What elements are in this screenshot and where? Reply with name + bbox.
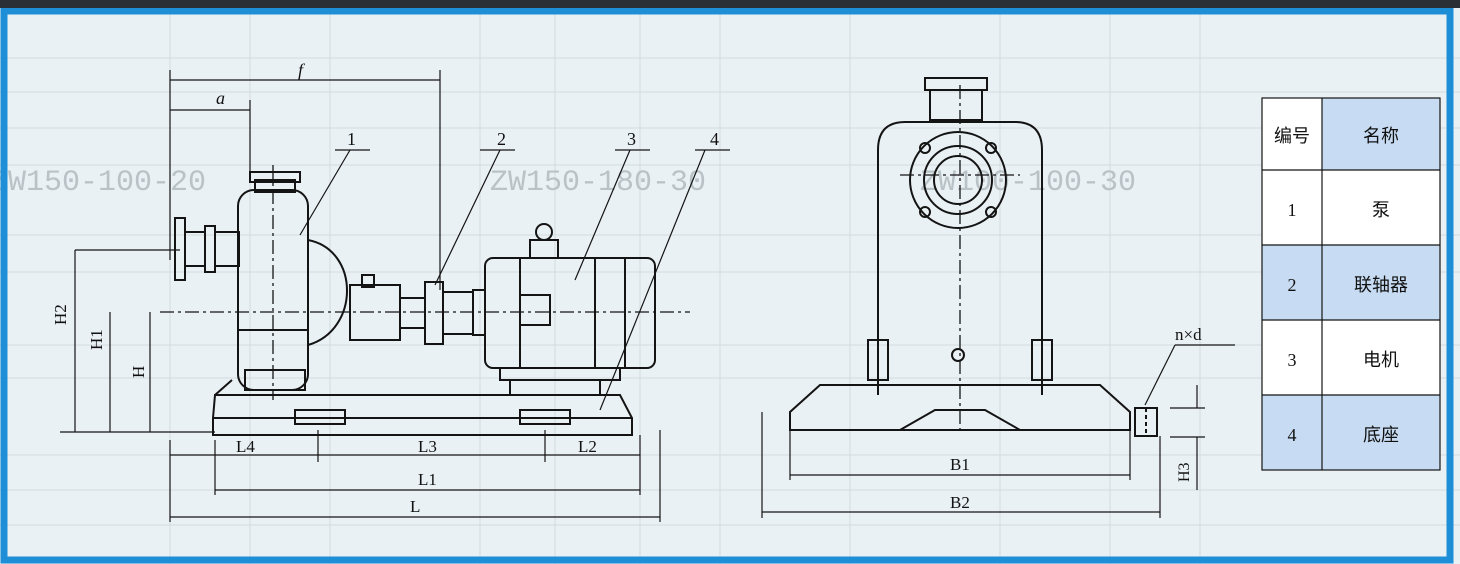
dim-l3-label: L3 — [418, 437, 437, 456]
legend-row-name: 底座 — [1363, 425, 1399, 446]
legend-row-name: 联轴器 — [1354, 275, 1408, 296]
callout-1: 1 — [347, 129, 356, 149]
legend-row-no: 1 — [1288, 200, 1297, 220]
dim-l2-label: L2 — [578, 437, 597, 456]
callout-4: 4 — [710, 129, 719, 149]
legend-header-name: 名称 — [1363, 126, 1399, 147]
dim-h1-label: H1 — [87, 329, 106, 350]
pump-casing-end — [877, 121, 1043, 395]
dim-l-label: L — [410, 497, 420, 516]
dim-h3-label: H3 — [1176, 462, 1193, 482]
center-lines — [160, 85, 1020, 430]
drawing-border — [0, 7, 1454, 564]
legend-row-no: 2 — [1288, 275, 1297, 295]
dim-f-label: f — [298, 60, 306, 80]
legend-row-no: 4 — [1288, 425, 1297, 445]
legend-row-no: 3 — [1288, 350, 1297, 370]
watermark-text: ZW100-100-30 — [920, 166, 1136, 200]
dim-nxd-label: n×d — [1175, 325, 1202, 344]
watermark-text: ZW150-180-30 — [490, 166, 706, 200]
callout-3: 3 — [627, 129, 636, 149]
legend-header-no: 编号 — [1274, 126, 1310, 147]
legend-row-name: 泵 — [1372, 200, 1390, 221]
dim-a-label: a — [216, 88, 225, 108]
watermark-text: ZW150-100-20 — [0, 166, 206, 200]
dim-h-label: H — [129, 366, 148, 378]
legend-row-name: 电机 — [1363, 350, 1399, 371]
dim-h2-label: H2 — [51, 304, 70, 325]
legend-table: 编号 名称 1 泵 2 联轴器 3 电机 4 底座 — [1261, 97, 1441, 471]
dim-l1-label: L1 — [418, 470, 437, 489]
dim-b2-label: B2 — [950, 493, 970, 512]
outlet-flange-end — [909, 131, 1007, 229]
callout-2: 2 — [497, 129, 506, 149]
dim-l4-label: L4 — [236, 437, 255, 456]
end-view — [789, 77, 1158, 437]
dim-b1-label: B1 — [950, 455, 970, 474]
